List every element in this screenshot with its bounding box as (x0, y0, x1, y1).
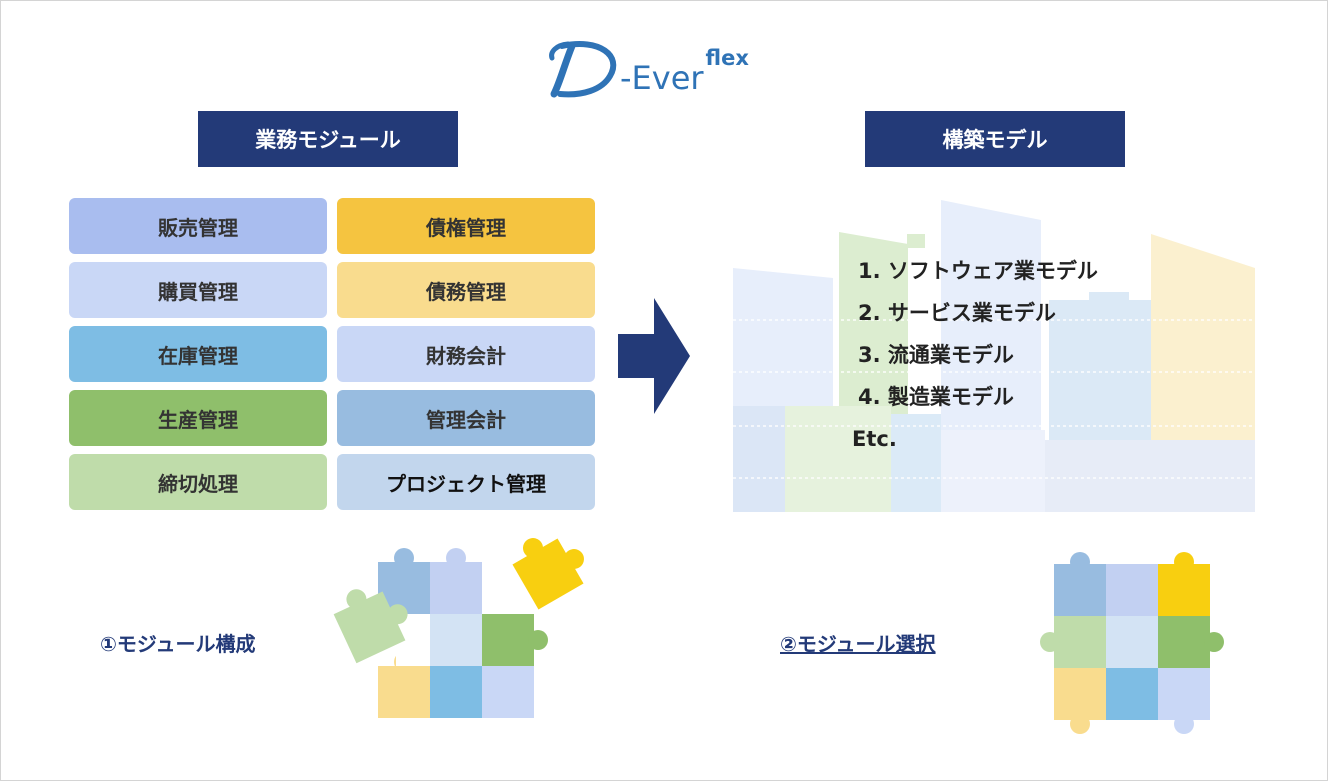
module-box: 購買管理 (69, 262, 327, 318)
model-list: 1. ソフトウェア業モデル 2. サービス業モデル 3. 流通業モデル 4. 製造業モ… (848, 250, 1098, 460)
assembled-puzzle-icon (1040, 552, 1224, 734)
left-caption: ①モジュール構成 (100, 632, 256, 656)
model-item: Etc. (852, 427, 897, 451)
logo: -Ever flex (546, 36, 749, 100)
right-caption: ②モジュール選択 (780, 632, 936, 656)
module-box: 管理会計 (337, 390, 595, 446)
module-box: 債務管理 (337, 262, 595, 318)
module-box: 在庫管理 (69, 326, 327, 382)
module-box: プロジェクト管理 (337, 454, 595, 510)
logo-superscript: flex (705, 46, 749, 70)
model-item: 1. ソフトウェア業モデル (858, 259, 1098, 283)
module-box: 生産管理 (69, 390, 327, 446)
model-item: 2. サービス業モデル (858, 301, 1056, 325)
scattered-puzzle-icon (333, 538, 584, 718)
d-letter-logo-icon (549, 41, 617, 98)
left-header: 業務モジュール (198, 111, 458, 167)
model-item: 4. 製造業モデル (858, 385, 1014, 409)
module-box: 財務会計 (337, 326, 595, 382)
logo-text: -Ever (620, 59, 704, 97)
module-box: 債権管理 (337, 198, 595, 254)
right-header: 構築モデル (865, 111, 1125, 167)
module-box: 販売管理 (69, 198, 327, 254)
model-item: 3. 流通業モデル (858, 343, 1014, 367)
module-box: 締切処理 (69, 454, 327, 510)
right-arrow-icon (618, 298, 690, 414)
buildings-background-icon (733, 200, 1257, 512)
